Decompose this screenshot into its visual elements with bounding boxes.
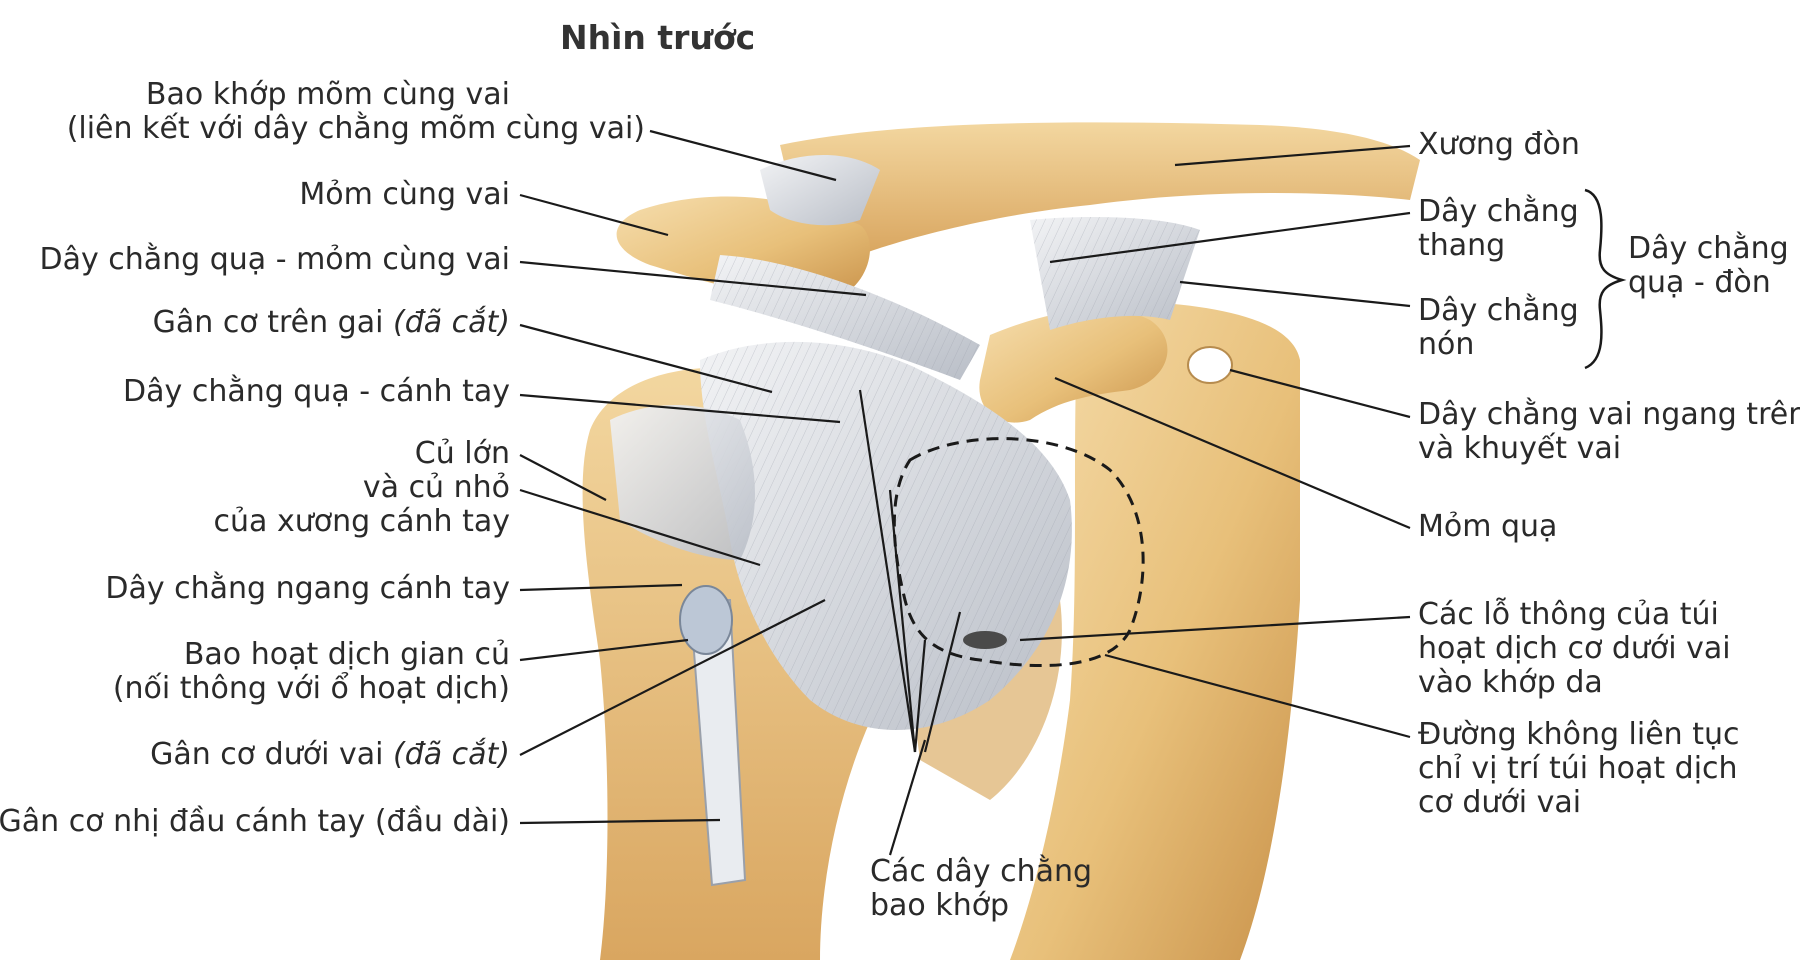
label-cu-lon-line3: của xương cánh tay (213, 504, 510, 539)
label-non-line2: nón (1418, 327, 1475, 362)
label-thang-line1: Dây chằng (1418, 194, 1579, 229)
label-gan-co-duoi-vai-note: (đã cắt) (392, 737, 510, 772)
label-qua-don-line2: quạ - đòn (1628, 265, 1771, 300)
label-qua-don-line1: Dây chằng (1628, 231, 1789, 266)
label-vai-ngang-line2: và khuyết vai (1418, 431, 1622, 466)
label-lo-thong-line1: Các lỗ thông của túi (1418, 597, 1719, 632)
label-duong-line2: chỉ vị trí túi hoạt dịch (1418, 751, 1738, 786)
label-bao-hoat-dich-line1: Bao hoạt dịch gian củ (183, 637, 510, 672)
label-gan-co-tren-gai: Gân cơ trên gai (đã cắt) (153, 306, 510, 340)
label-bao-hoat-dich-line2: (nối thông với ổ hoạt dịch) (112, 671, 510, 706)
label-gan-co-duoi-vai-text: Gân cơ dưới vai (150, 737, 384, 772)
label-duong-line1: Đường không liên tục (1418, 717, 1740, 752)
label-cu-lon-line1: Củ lớn (414, 436, 510, 471)
coracoid (979, 309, 1168, 423)
label-gan-co-tren-gai-text: Gân cơ trên gai (152, 305, 384, 340)
label-mom-cung-vai: Mỏm cùng vai (299, 177, 510, 212)
clavicle (780, 122, 1420, 255)
label-mom-qua: Mỏm quạ (1418, 509, 1558, 544)
label-cu-lon-line2: và củ nhỏ (362, 470, 510, 505)
label-bao-khop-bottom-line1: Các dây chằng (870, 854, 1093, 889)
label-day-chang-qua-canh-tay: Dây chằng quạ - cánh tay (123, 374, 510, 409)
bursa-outline (892, 437, 1145, 668)
label-day-chang-qua-mom-cung-vai: Dây chằng quạ - mỏm cùng vai (39, 242, 510, 277)
label-bao-khop-bottom-line2: bao khớp (870, 888, 1010, 923)
synovial-sheath (679, 585, 733, 655)
label-thang-line2: thang (1418, 228, 1506, 263)
label-day-chang-ngang-canh-tay: Dây chằng ngang cánh tay (105, 571, 510, 606)
brace (1584, 188, 1627, 370)
label-lo-thong-line3: vào khớp da (1418, 665, 1603, 700)
label-bao-khop-line1: Bao khớp mõm cùng vai (145, 77, 510, 112)
label-non-line1: Dây chằng (1418, 293, 1579, 328)
label-gan-co-nhi-dau: Gân cơ nhị đầu cánh tay (đầu dài) (0, 804, 510, 839)
label-bao-khop-line2: (liên kết với dây chằng mõm cùng vai) (66, 111, 645, 146)
diagram-title: Nhìn trước (560, 18, 756, 57)
label-lo-thong-line2: hoạt dịch cơ dưới vai (1418, 631, 1731, 666)
scapula (1010, 300, 1300, 960)
label-vai-ngang-line1: Dây chằng vai ngang trên (1418, 397, 1800, 432)
label-gan-co-duoi-vai: Gân cơ dưới vai (đã cắt) (150, 738, 510, 772)
label-xuong-don: Xương đòn (1418, 127, 1580, 162)
label-gan-co-tren-gai-note: (đã cắt) (392, 305, 510, 340)
label-duong-line3: cơ dưới vai (1418, 785, 1582, 820)
